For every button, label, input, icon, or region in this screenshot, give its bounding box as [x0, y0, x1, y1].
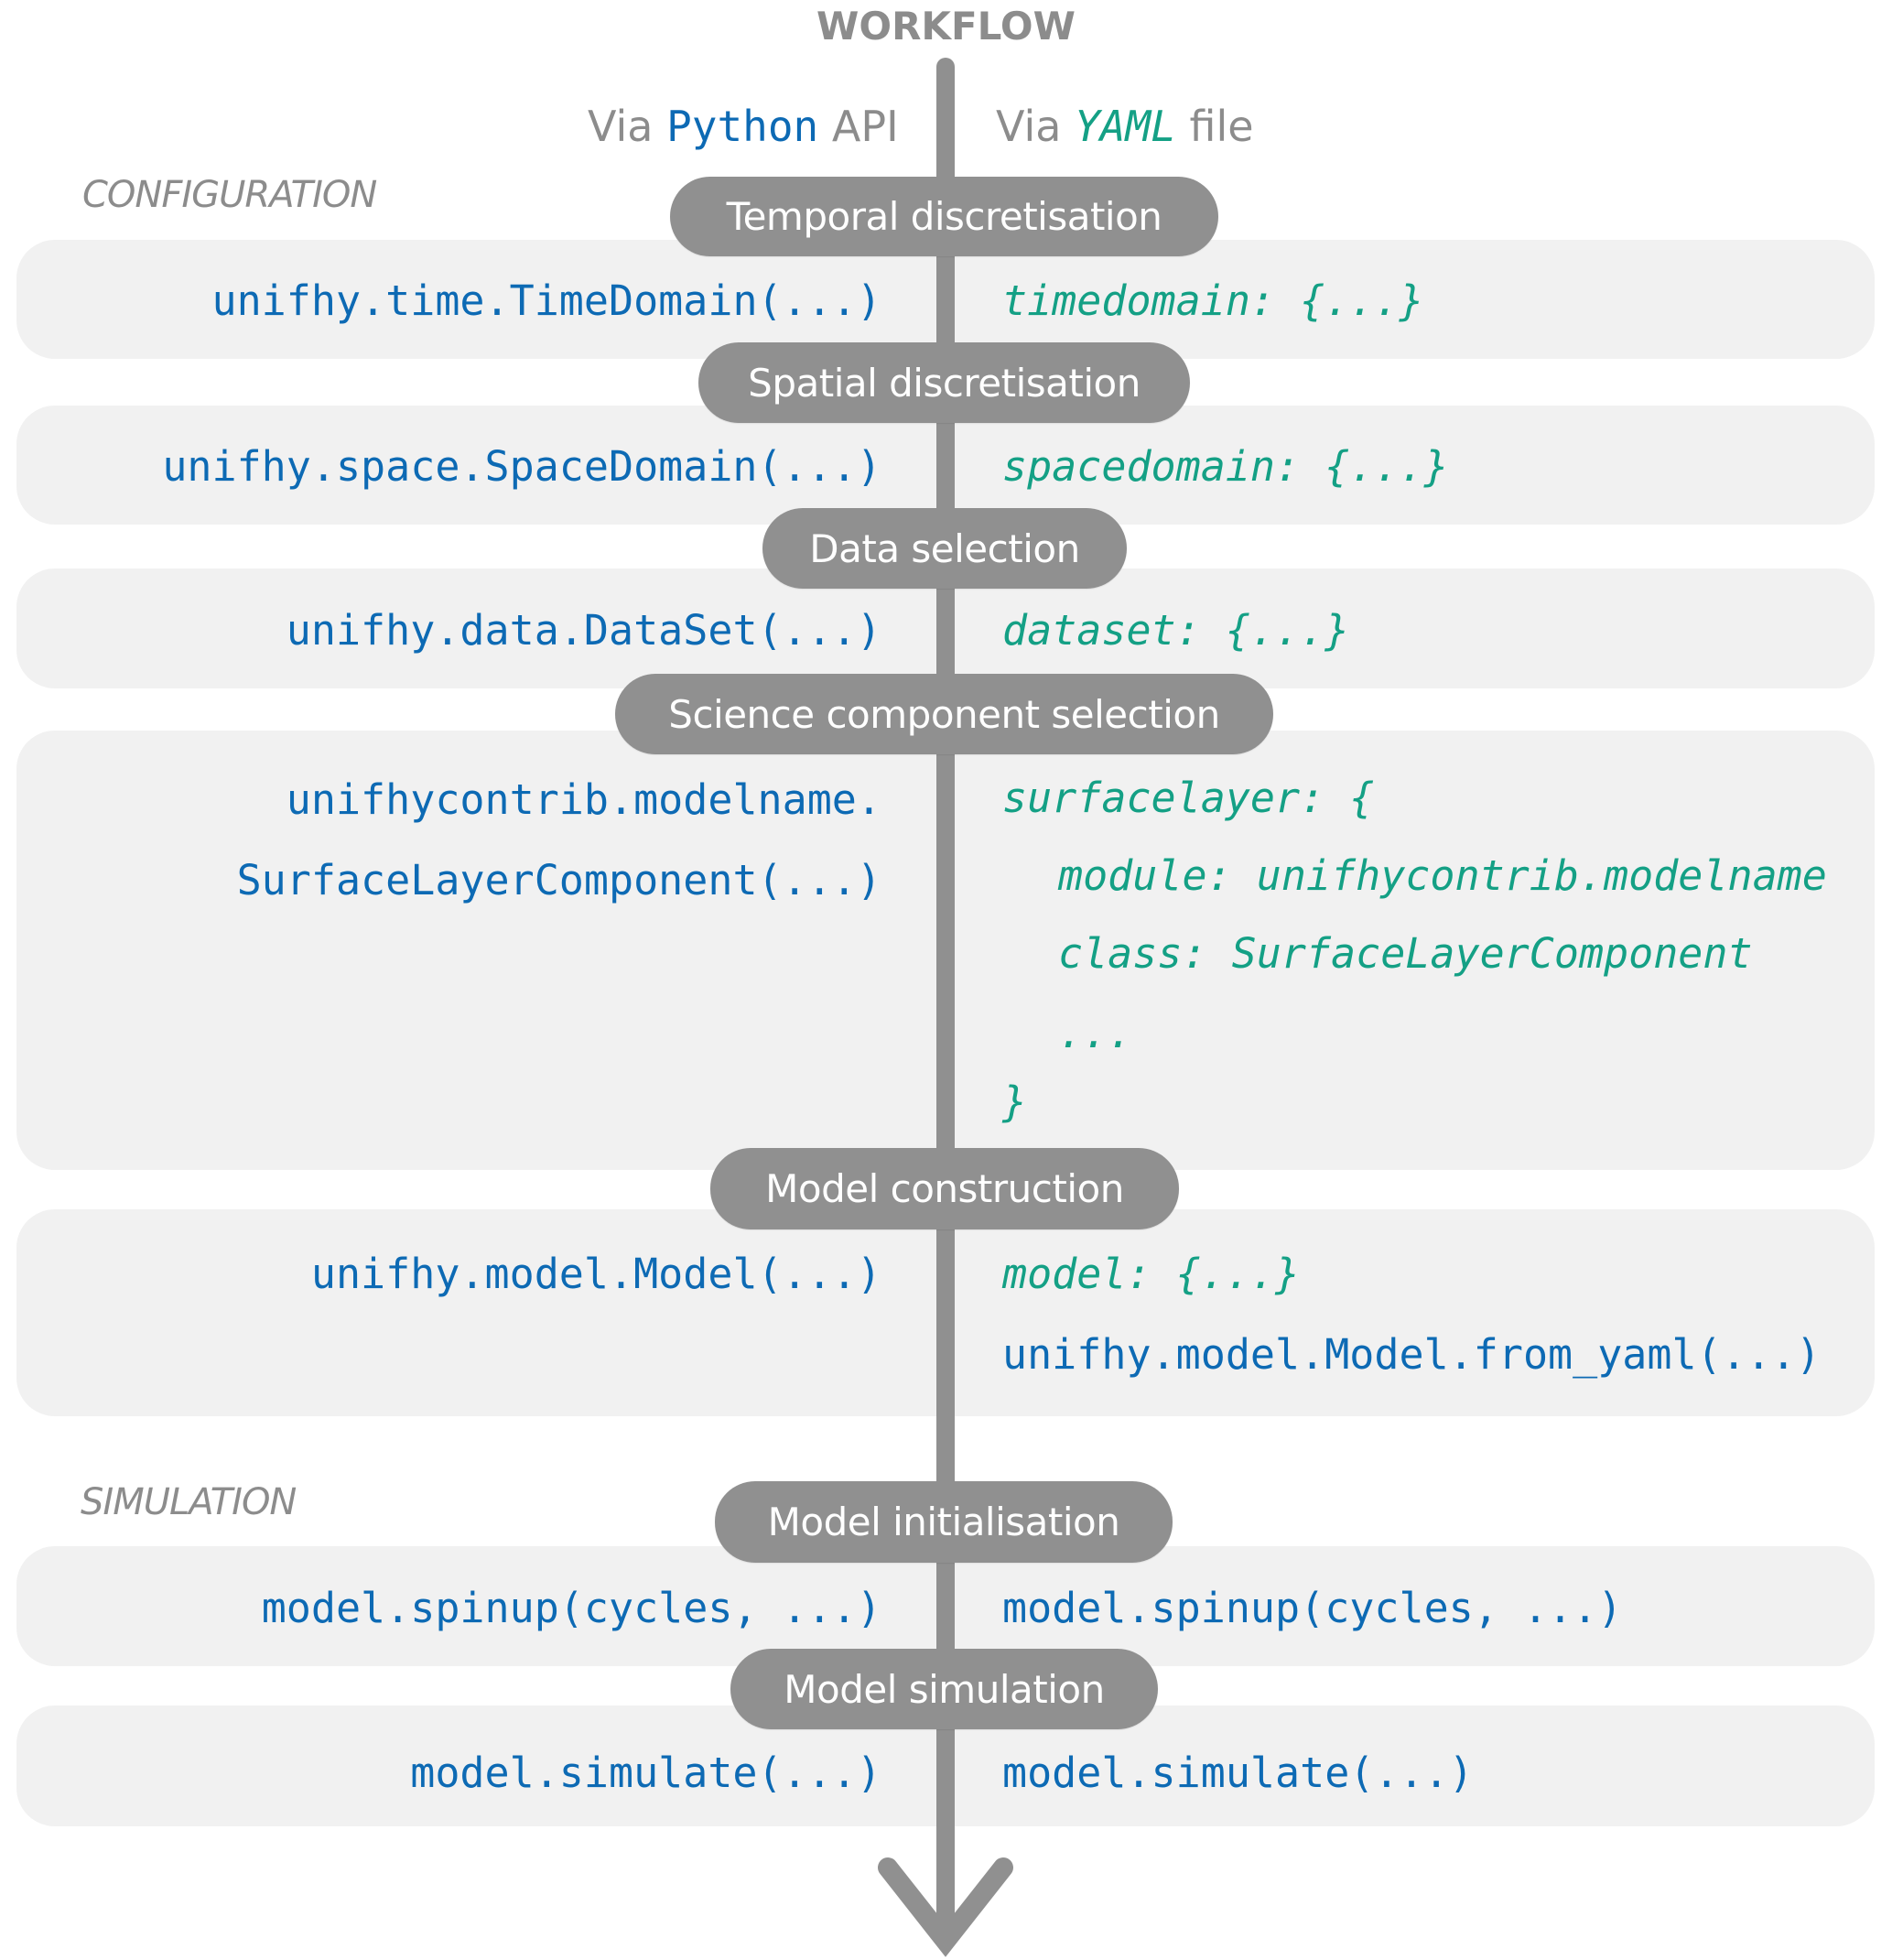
- step-pill-temporal-discretisation: Temporal discretisation: [670, 177, 1218, 256]
- yaml-code-surfacelayer-module: module: unifhycontrib.modelname: [1058, 851, 1827, 900]
- section-label-simulation: SIMULATION: [81, 1481, 297, 1523]
- step-pill-model-construction: Model construction: [710, 1148, 1179, 1229]
- yaml-code-model: model: {...}: [1002, 1250, 1301, 1298]
- python-code-model: unifhy.model.Model(...): [310, 1250, 881, 1298]
- workflow-title: WORKFLOW: [816, 4, 1076, 49]
- step-pill-model-initialisation: Model initialisation: [715, 1481, 1173, 1563]
- yaml-code-surfacelayer-ellipsis: ...: [1058, 1009, 1133, 1057]
- yaml-code-timedomain: timedomain: {...}: [1002, 276, 1424, 325]
- yaml-code-dataset: dataset: {...}: [1002, 606, 1350, 655]
- yaml-code-surfacelayer-open: surfacelayer: {: [1002, 774, 1375, 822]
- python-header-prefix: Via: [588, 102, 654, 151]
- step-pill-science-component-selection: Science component selection: [615, 674, 1273, 754]
- yaml-code-spacedomain: spacedomain: {...}: [1002, 442, 1449, 491]
- step-pill-data-selection: Data selection: [762, 508, 1127, 589]
- python-code-dataset: unifhy.data.DataSet(...): [286, 606, 881, 655]
- yaml-header-suffix: file: [1189, 102, 1254, 151]
- python-code-spinup: model.spinup(cycles, ...): [261, 1584, 881, 1632]
- python-code-spacedomain: unifhy.space.SpaceDomain(...): [162, 442, 881, 491]
- python-code-component-class: SurfaceLayerComponent(...): [236, 856, 881, 904]
- section-label-configuration: CONFIGURATION: [82, 174, 377, 216]
- python-column-header: Via Python API: [588, 103, 899, 150]
- yaml-python-code-from-yaml: unifhy.model.Model.from_yaml(...): [1002, 1330, 1822, 1379]
- yaml-python-code-simulate: model.simulate(...): [1002, 1749, 1474, 1797]
- python-code-timedomain: unifhy.time.TimeDomain(...): [211, 276, 882, 325]
- python-code-component-module: unifhycontrib.modelname.: [286, 775, 881, 824]
- python-code-simulate: model.simulate(...): [410, 1749, 881, 1797]
- yaml-column-header: Via YAML file: [996, 103, 1254, 150]
- python-header-highlight: Python: [666, 102, 819, 151]
- python-header-suffix: API: [831, 102, 899, 151]
- yaml-python-code-spinup: model.spinup(cycles, ...): [1002, 1584, 1623, 1632]
- yaml-code-surfacelayer-class: class: SurfaceLayerComponent: [1058, 929, 1753, 978]
- yaml-code-surfacelayer-close: }: [1002, 1077, 1028, 1126]
- yaml-header-highlight: YAML: [1075, 102, 1176, 151]
- step-pill-model-simulation: Model simulation: [730, 1649, 1158, 1729]
- step-pill-spatial-discretisation: Spatial discretisation: [698, 342, 1190, 423]
- yaml-header-prefix: Via: [996, 102, 1062, 151]
